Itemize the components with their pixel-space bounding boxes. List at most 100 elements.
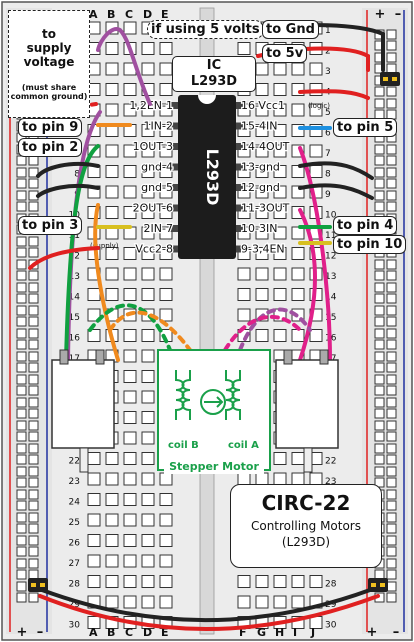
- breadboard-hole: [159, 288, 173, 301]
- breadboard-hole: [273, 124, 287, 137]
- breadboard-hole: [87, 493, 101, 506]
- column-letter-top: C: [125, 8, 133, 21]
- rail-hole: [374, 293, 385, 304]
- rail-hole: [374, 259, 385, 270]
- rail-hole: [374, 362, 385, 373]
- stepper-title-bg: [164, 458, 264, 474]
- row-number-right: 22: [325, 457, 336, 467]
- ic-pin-left: [170, 225, 178, 232]
- wire-gnd-right-1: [298, 161, 374, 180]
- row-number-left: 25: [69, 518, 80, 528]
- row-number-right: 28: [325, 580, 337, 590]
- rail-hole: [386, 420, 397, 431]
- rail-hole: [28, 305, 39, 316]
- row-number-left: 27: [69, 559, 80, 569]
- rail-hole: [374, 569, 385, 580]
- breadboard-hole: [141, 185, 155, 199]
- breadboard-hole: [159, 62, 173, 76]
- breadboard-hole: [123, 21, 137, 35]
- rail-polarity-symbol: +: [367, 625, 378, 640]
- breadboard-hole: [159, 247, 173, 260]
- ic-pin-left: [170, 204, 178, 212]
- rail-hole: [374, 86, 385, 97]
- rail-hole: [28, 178, 39, 189]
- rail-hole: [16, 500, 27, 511]
- row-number-right: 13: [325, 272, 336, 282]
- breadboard-hole: [141, 247, 155, 260]
- breadboard-hole: [273, 329, 287, 342]
- breadboard-hole: [105, 288, 119, 301]
- rail-hole: [16, 535, 27, 546]
- breadboard-hole: [141, 42, 155, 55]
- rail-hole: [28, 592, 39, 603]
- rail-hole: [374, 270, 385, 281]
- stepper-wire-orange: [108, 310, 192, 352]
- column-letter-top: D: [143, 8, 152, 21]
- breadboard-hole: [87, 452, 101, 465]
- rail-polarity-symbol: +: [375, 7, 386, 22]
- to-5v-label: to 5v: [262, 44, 308, 63]
- rail-hole: [16, 523, 27, 534]
- breadboard-hole: [105, 575, 119, 588]
- breadboard-hole: [255, 206, 269, 219]
- rail-hole: [374, 316, 385, 327]
- row-number-right: 3: [325, 67, 331, 77]
- rail-hole: [374, 328, 385, 339]
- breadboard-hole: [291, 595, 305, 609]
- rail-hole: [28, 293, 39, 304]
- ic-pin-right: [236, 245, 244, 253]
- breadboard-hole: [255, 288, 269, 301]
- breadboard-hole: [141, 206, 155, 219]
- row-number-left: 17: [69, 354, 80, 364]
- wire-vcc1: [298, 89, 370, 100]
- breadboard-hole: [255, 226, 269, 240]
- breadboard-hole: [141, 452, 155, 465]
- breadboard-hole: [159, 42, 173, 55]
- breadboard-hole: [105, 83, 119, 96]
- breadboard-hole: [291, 165, 305, 178]
- row-number-right: 12: [325, 252, 336, 262]
- ic-pin-label-left: Vcc2-8: [135, 243, 173, 256]
- breadboard-hole: [309, 165, 323, 178]
- row-number-right: 10: [325, 211, 337, 221]
- rail-hole: [16, 259, 27, 270]
- breadboard-hole: [105, 185, 119, 199]
- rail-hole: [386, 155, 397, 166]
- row-number-right: 30: [325, 621, 337, 631]
- to-pin4-label: to pin 4: [333, 216, 398, 235]
- breadboard-hole: [105, 103, 119, 117]
- breadboard-hole: [141, 226, 155, 240]
- breadboard-hole: [273, 62, 287, 76]
- dc-motor-terminal: [59, 349, 69, 365]
- rail-hole: [374, 282, 385, 293]
- circuit-subtitle: Controlling Motors: [250, 519, 361, 533]
- rail-hole: [386, 40, 397, 51]
- breadboard-hole: [255, 62, 269, 76]
- rail-hole: [386, 443, 397, 454]
- row-number-right: 29: [325, 600, 337, 610]
- wire-enable-purple: [96, 27, 152, 106]
- breadboard-hole: [159, 165, 173, 178]
- rail-hole: [28, 489, 39, 500]
- breadboard-hole: [237, 575, 251, 588]
- rail-hole: [16, 558, 27, 569]
- rail-hole: [28, 270, 39, 281]
- wire-bottom-black: [40, 588, 372, 622]
- stepper-wire-pink: [223, 315, 302, 352]
- rail-hole: [16, 362, 27, 373]
- to-pin3-label: to pin 3: [18, 216, 83, 235]
- row-number-left: 12: [69, 252, 80, 262]
- to-pin2-label: to pin 2: [18, 138, 83, 157]
- breadboard-hole: [123, 206, 137, 219]
- row-number-right: 7: [325, 149, 331, 159]
- row-number-left: 24: [69, 498, 81, 508]
- ic-label: IC L293D: [172, 56, 256, 92]
- rail-hole: [374, 443, 385, 454]
- to-pin9-label: to pin 9: [18, 118, 83, 137]
- rail-hole: [16, 351, 27, 362]
- breadboard-hole: [237, 308, 251, 322]
- breadboard-hole: [141, 431, 155, 445]
- rail-hole: [28, 201, 39, 212]
